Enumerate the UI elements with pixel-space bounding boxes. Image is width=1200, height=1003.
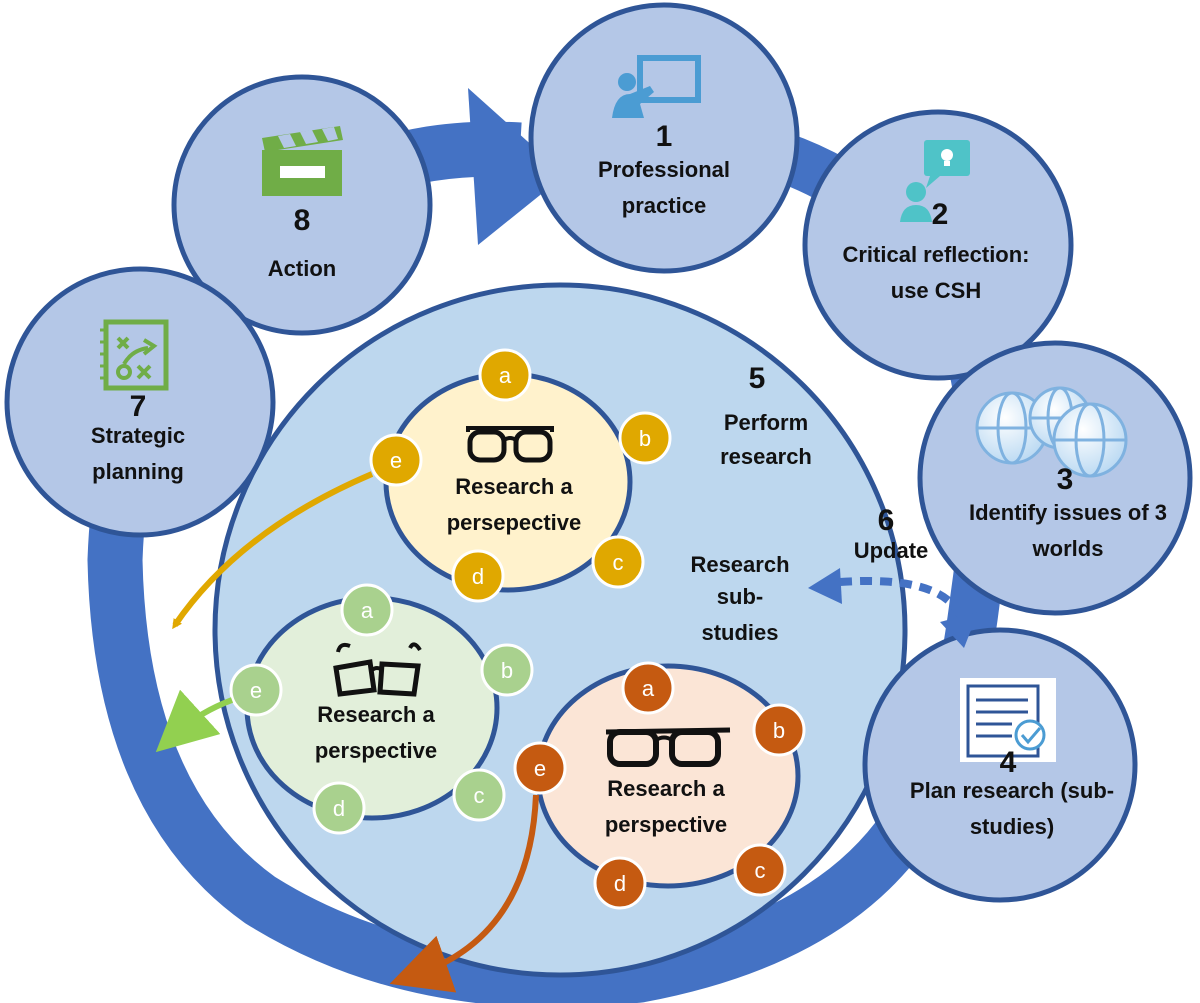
node-yellow-c: c <box>591 535 645 589</box>
step-7: 7 Strategic planning <box>4 266 276 538</box>
node-green-b: b <box>480 643 534 697</box>
step-5-label-line1: Perform <box>724 410 808 435</box>
node-green-d: d <box>312 781 366 835</box>
step-4-number: 4 <box>1000 746 1017 779</box>
checklist-icon <box>960 678 1056 762</box>
strategy-board-icon <box>100 319 169 391</box>
perspective-green-label-line2: perspective <box>315 738 437 763</box>
step-8-label: Action <box>268 256 336 281</box>
step-6-number: 6 <box>878 504 895 537</box>
step-4-label-line1: Plan research (sub- <box>910 778 1114 803</box>
substudies-label-line1: Research <box>690 552 789 577</box>
perspective-orange-label-line1: Research a <box>607 776 725 801</box>
node-green-e: e <box>229 663 283 717</box>
step-2-label-line2: use CSH <box>891 278 981 303</box>
step-7-label-line2: planning <box>92 459 184 484</box>
node-green-a-label: a <box>361 598 374 623</box>
step-2-label-line1: Critical reflection: <box>842 242 1029 267</box>
step-1: 1 Professional practice <box>528 2 800 274</box>
node-orange-d-label: d <box>614 871 626 896</box>
node-orange-c-label: c <box>755 858 766 883</box>
node-orange-a-label: a <box>642 676 655 701</box>
node-yellow-a-label: a <box>499 363 512 388</box>
update-arrow <box>808 568 978 648</box>
step-1-label-line2: practice <box>622 193 706 218</box>
perspective-yellow-label-line2: persepective <box>447 510 582 535</box>
step-2-number: 2 <box>932 198 949 231</box>
node-green-a: a <box>340 583 394 637</box>
step-5-number: 5 <box>749 362 766 395</box>
step-8-number: 8 <box>294 204 311 237</box>
substudies-label-line2: sub- <box>717 584 763 609</box>
node-yellow-b: b <box>618 411 672 465</box>
node-orange-b: b <box>752 703 806 757</box>
node-yellow-d-label: d <box>472 564 484 589</box>
step-1-number: 1 <box>656 120 673 153</box>
step-3-number: 3 <box>1057 463 1074 496</box>
globes-icon <box>975 386 1128 478</box>
node-orange-c: c <box>733 843 787 897</box>
node-green-b-label: b <box>501 658 513 683</box>
step-2: 2 Critical reflection: use CSH <box>802 109 1074 381</box>
node-yellow-c-label: c <box>613 550 624 575</box>
node-green-e-label: e <box>250 678 262 703</box>
node-yellow-e: e <box>369 433 423 487</box>
node-orange-d: d <box>593 856 647 910</box>
presentation-icon <box>612 55 701 118</box>
perspective-orange-label-line2: perspective <box>605 812 727 837</box>
node-yellow-b-label: b <box>639 426 651 451</box>
perspective-green: Research a perspective a b c d e <box>155 583 534 835</box>
orange-arrow <box>389 794 539 993</box>
node-orange-a: a <box>621 661 675 715</box>
step-7-label-line1: Strategic <box>91 423 185 448</box>
glasses-icon <box>466 426 554 463</box>
node-yellow-a: a <box>478 348 532 402</box>
step-3-label-line1: Identify issues of 3 <box>969 500 1167 525</box>
person-idea-icon <box>900 140 970 222</box>
perspective-green-label-line1: Research a <box>317 702 435 727</box>
step-1-label-line1: Professional <box>598 157 730 182</box>
node-yellow-e-label: e <box>390 448 402 473</box>
perspective-yellow: Research a persepective a b c d e <box>172 348 672 630</box>
node-green-c-label: c <box>474 783 485 808</box>
node-orange-e: e <box>513 741 567 795</box>
substudies-label-line3: studies <box>701 620 778 645</box>
clapperboard-icon <box>262 126 343 196</box>
step-7-number: 7 <box>130 390 147 423</box>
step-4: 4 Plan research (sub- studies) <box>862 627 1138 903</box>
step-4-label-line2: studies) <box>970 814 1054 839</box>
node-green-c: c <box>452 768 506 822</box>
step-5-label-line2: research <box>720 444 812 469</box>
node-orange-b-label: b <box>773 718 785 743</box>
step-6-label: Update <box>854 538 929 563</box>
yellow-arrow <box>172 471 374 630</box>
green-arrow <box>155 689 234 753</box>
node-yellow-d: d <box>451 549 505 603</box>
node-green-d-label: d <box>333 796 345 821</box>
perspective-orange: Research a perspective a b c d e <box>389 661 806 993</box>
glasses-icon <box>333 642 422 697</box>
perspective-yellow-label-line1: Research a <box>455 474 573 499</box>
node-orange-e-label: e <box>534 756 546 781</box>
glasses-icon <box>605 727 731 767</box>
step-8: 8 Action <box>171 74 433 336</box>
step-3: 3 Identify issues of 3 worlds <box>917 340 1193 616</box>
step-3-label-line2: worlds <box>1032 536 1104 561</box>
